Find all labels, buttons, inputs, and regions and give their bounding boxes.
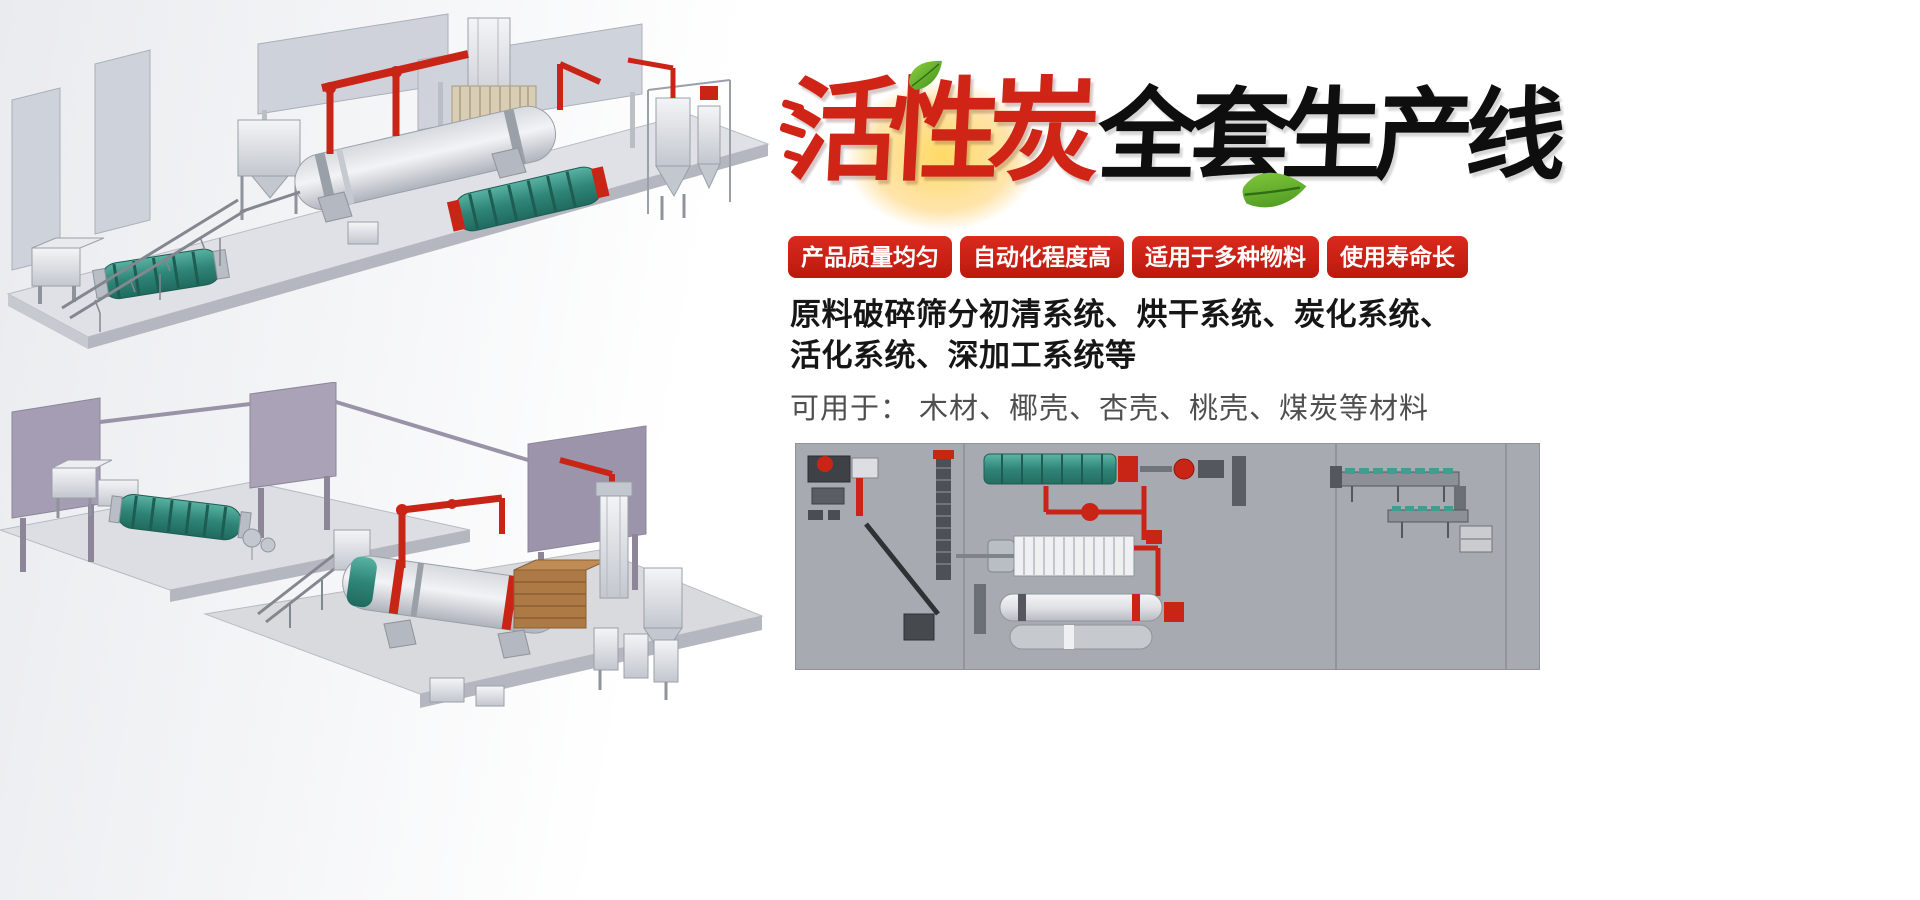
brick-furnace [513,559,609,629]
title-rest: 全套生产线 [1094,76,1562,194]
pulse-filter-box [237,119,301,220]
small-units [429,677,505,707]
rotary-drum-main [342,555,562,634]
schematic-conveyor-diagonal [864,522,940,616]
production-line-3d-bottom [0,382,764,708]
schematic-finned-unit [956,530,1162,596]
schematic-panel [795,443,1540,670]
schematic-lower-cylinders [903,584,1184,650]
cyclone-tanks [627,57,731,220]
small-rollers [242,528,276,560]
feature-badge: 适用于多种物料 [1132,236,1319,278]
schematic-teal-dryer [983,453,1246,506]
schematic-left-cluster [807,455,879,520]
left-illustration-area [0,0,780,900]
schematic-red-loop [1043,486,1147,540]
description-line-1: 原料破碎筛分初清系统、烘干系统、炭化系统、 [790,297,1452,332]
production-line-3d-top [6,13,770,349]
red-piping [321,50,602,154]
small-unit [239,190,379,245]
feature-badge: 使用寿命长 [1327,236,1468,278]
feature-badge: 自动化程度高 [960,236,1124,278]
schematic-ribbed-column [933,450,954,580]
description-block: 原料破碎筛分初清系统、烘干系统、炭化系统、 活化系统、深加工系统等 可用于： 木… [790,294,1452,427]
title-text: 活性炭全套生产线 [785,66,1561,197]
inclined-conveyor [61,198,247,332]
feature-badge: 产品质量均匀 [788,236,952,278]
crusher-drum [92,248,230,300]
right-content-area: 活性炭全套生产线 产品质量均匀 自动化程度高 适用于多种物料 使用寿命长 原料破… [780,0,1920,900]
banner-title: 活性炭全套生产线 [780,56,1561,256]
title-glow [812,56,1072,256]
red-piping [396,457,615,568]
schematic-top-view [796,444,1539,669]
feature-badges: 产品质量均匀 自动化程度高 适用于多种物料 使用寿命长 [788,236,1468,278]
cooling-tanks [593,567,683,700]
tall-tower [595,481,633,599]
description-line-2: 活化系统、深加工系统等 [790,338,1137,373]
speed-dashes-icon [780,99,806,162]
feeder-box [31,237,105,304]
schematic-right-conveyors [1330,466,1493,553]
drum-stands [383,619,531,659]
description-materials: 可用于： 木材、椰壳、杏壳、桃壳、煤炭等材料 [790,393,1430,425]
leaf-icon [909,60,942,90]
drum-stands [317,147,527,223]
activation-drum [446,166,610,232]
leaf-icon [1242,172,1307,208]
